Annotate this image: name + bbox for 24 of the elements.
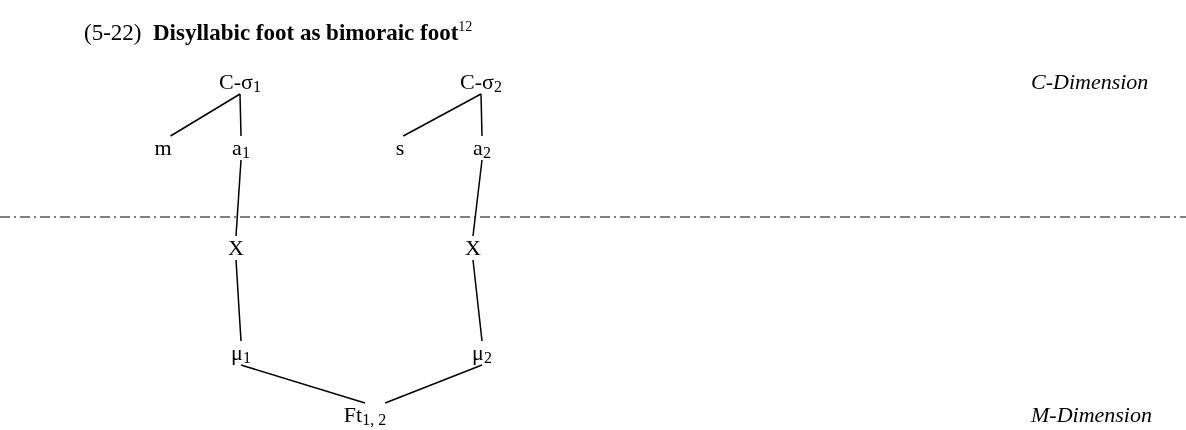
tree-node-label: a$_{1}$ [231,136,251,160]
tree-branch-line [472,259,483,342]
tree-branch-line [384,364,483,404]
example-title: (5-22) Disyllabic foot as bimoraic foot$^{12}$ [84,18,473,47]
tree-branch-line [402,93,482,137]
tree-node-label: X [464,236,482,260]
tree-node-label: m [153,136,173,160]
tree-node-label: a$_{2}$ [472,136,492,160]
tree-branch-line [472,159,483,237]
tree-node-label: C-σ$_{1}$ [218,70,262,94]
dimension-label: M-Dimension [1031,403,1152,427]
tree-branch-line [235,259,242,342]
tree-branch-line [240,364,366,404]
tree-branch-line [169,93,241,137]
tree-node-label: X [227,236,245,260]
tree-node-label: s [394,136,406,160]
tree-branch-line [239,93,242,137]
tree-node-label: μ$_{2}$ [471,341,493,365]
tree-node-label: μ$_{1}$ [230,341,252,365]
tree-branch-line [480,93,483,137]
tree-node-label: Ft$_{1, 2}$ [342,403,388,427]
tree-branch-line [235,159,242,237]
tree-node-label: C-σ$_{2}$ [459,70,503,94]
dimension-label: C-Dimension [1031,70,1149,94]
